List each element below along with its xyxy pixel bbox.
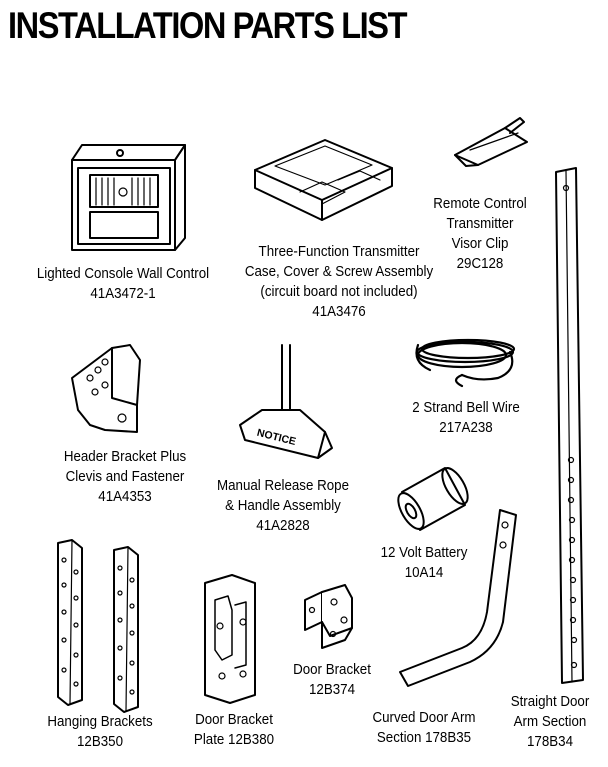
part-name: (circuit board not included) [260,284,418,300]
wall-control-console-icon [72,145,185,250]
part-name: 12 Volt Battery [380,545,468,561]
part-name: Remote Control [433,196,527,212]
part-number: 41A4353 [98,489,152,505]
part-caption-console: Lighted Console Wall Control 41A3472-1 [26,264,219,304]
part-number: 29C128 [456,256,504,272]
header-bracket-icon [72,345,140,432]
part-caption-battery: 12 Volt Battery 10A14 [369,543,479,583]
curved-door-arm-icon [400,510,516,686]
part-name: Door Bracket [293,662,371,678]
part-name: Transmitter [446,216,514,232]
part-caption-curved-arm: Curved Door Arm Section 178B35 [363,708,484,748]
release-rope-handle-icon [240,345,332,458]
part-name: Curved Door Arm [372,710,476,726]
part-name: 2 Strand Bell Wire [412,400,520,416]
part-number: 12B350 [77,734,123,750]
part-caption-straight-arm: Straight Door Arm Section 178B34 [500,692,599,752]
visor-clip-icon [455,118,527,166]
part-name: & Handle Assembly [225,498,341,514]
part-caption-visor-clip: Remote Control Transmitter Visor Clip 29… [425,194,535,274]
door-bracket-icon [305,585,352,648]
part-name: Three-Function Transmitter [258,244,420,260]
part-number: 12B374 [309,682,355,698]
part-name: Visor Clip [451,236,509,252]
part-number: 41A3476 [312,304,366,320]
part-caption-header-bracket: Header Bracket Plus Clevis and Fastener … [47,447,203,507]
door-bracket-plate-icon [205,575,255,703]
part-number: 41A2828 [256,518,310,534]
part-number: Section 178B35 [376,730,472,746]
part-name: Manual Release Rope [216,478,349,494]
part-number: Plate 12B380 [193,732,275,748]
part-name: Straight Door [510,694,590,710]
part-caption-bell-wire: 2 Strand Bell Wire 217A238 [402,398,531,438]
part-name: Case, Cover & Screw Assembly [244,264,434,280]
part-number: 41A3472-1 [90,286,156,302]
part-name: Header Bracket Plus [63,449,187,465]
part-number: 217A238 [439,420,493,436]
part-number: 178B34 [527,734,573,750]
part-caption-transmitter: Three-Function Transmitter Case, Cover &… [237,242,441,322]
transmitter-case-icon [255,140,392,220]
part-caption-door-bracket-plate: Door Bracket Plate 12B380 [179,710,289,750]
part-caption-door-bracket: Door Bracket 12B374 [280,660,383,700]
part-name: Hanging Brackets [47,714,153,730]
page-title: INSTALLATION PARTS LIST [8,5,408,46]
part-name: Arm Section [513,714,587,730]
hanging-brackets-icon [58,540,138,712]
part-name: Clevis and Fastener [65,469,185,485]
bell-wire-coil-icon [417,340,515,386]
part-number: 10A14 [404,565,444,581]
straight-door-arm-icon [556,168,583,683]
battery-icon [393,464,473,533]
part-name: Door Bracket [195,712,273,728]
part-name: Lighted Console Wall Control [36,266,210,282]
part-caption-release-rope: Manual Release Rope & Handle Assembly 41… [205,476,361,536]
part-caption-hanging-brackets: Hanging Brackets 12B350 [36,712,165,752]
